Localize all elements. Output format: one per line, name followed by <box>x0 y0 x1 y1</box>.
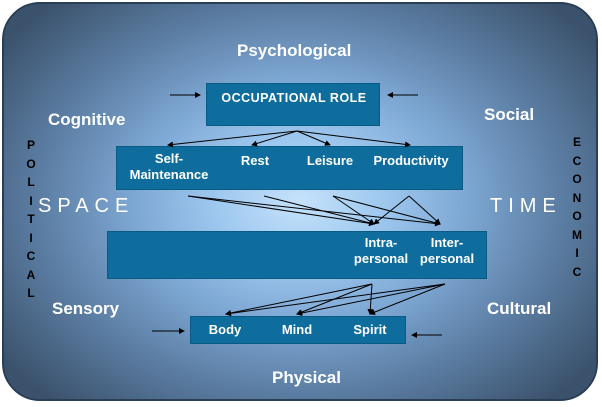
inter-line1: Inter- <box>430 235 464 250</box>
economic-letter-2: O <box>572 172 582 186</box>
economic-letter-3: N <box>572 190 582 205</box>
political-letter-8: L <box>27 286 35 300</box>
productivity-to-intra <box>373 195 410 225</box>
label-cultural: Cultural <box>487 299 552 318</box>
political-letter-7: A <box>26 267 36 282</box>
political-letter-1: O <box>26 156 36 171</box>
person-box <box>190 316 406 344</box>
occupational-role-box <box>206 83 380 126</box>
inter-to-spirit <box>369 283 446 315</box>
self-to-inter <box>187 195 441 227</box>
person-mind: Mind <box>281 322 313 337</box>
self-maintenance-line1: Self- <box>154 151 184 166</box>
economic-letter-7: C <box>572 264 582 279</box>
role-to-self <box>167 130 298 148</box>
economic-letter-0: E <box>572 135 581 149</box>
person-body: Body <box>208 322 242 337</box>
political-letter-0: P <box>26 138 35 152</box>
political-letter-6: C <box>26 249 36 263</box>
inter-to-body <box>225 283 446 317</box>
label-social: Social <box>484 105 535 124</box>
inter-to-mind <box>296 283 446 316</box>
label-time: TIME <box>490 195 562 217</box>
productivity-to-inter <box>408 195 441 225</box>
political-letter-2: L <box>27 175 35 189</box>
occupation-self-maintenance: Self- Maintenance <box>121 151 217 183</box>
person-spirit: Spirit <box>353 322 387 337</box>
occupation-rest: Rest <box>240 153 270 168</box>
intra-line2: personal <box>353 251 409 266</box>
relationships-box <box>107 231 487 279</box>
label-cognitive: Cognitive <box>48 110 126 129</box>
label-physical: Physical <box>272 368 341 387</box>
intrapersonal-label: Intra- personal <box>352 235 410 267</box>
rest-to-intra <box>263 195 375 226</box>
self-to-intra <box>187 195 375 227</box>
economic-letter-5: M <box>572 227 582 242</box>
occupational-role-label: OCCUPATIONAL ROLE <box>221 91 367 105</box>
occupation-leisure: Leisure <box>306 153 354 168</box>
political-letter-3: I <box>29 193 33 208</box>
role-to-productivity <box>296 130 411 148</box>
intra-to-body <box>225 283 373 316</box>
role-to-rest <box>251 130 298 147</box>
label-psychological: Psychological <box>237 41 352 60</box>
interpersonal-label: Inter- personal <box>412 235 482 267</box>
role-to-leisure <box>296 130 331 146</box>
economic-letter-6: I <box>575 246 579 260</box>
occupation-productivity: Productivity <box>373 153 449 168</box>
economic-letter-4: O <box>572 209 582 223</box>
economic-letter-1: C <box>572 153 582 168</box>
inter-line2: personal <box>419 251 475 266</box>
political-letter-5: I <box>29 230 33 245</box>
leisure-to-inter <box>332 195 441 226</box>
label-space: SPACE <box>38 195 135 217</box>
intra-line1: Intra- <box>364 235 398 250</box>
label-sensory: Sensory <box>52 299 120 318</box>
political-letter-4: T <box>27 212 35 226</box>
leisure-to-intra <box>332 195 375 225</box>
occupations-box <box>116 146 463 190</box>
self-maintenance-line2: Maintenance <box>129 167 209 182</box>
